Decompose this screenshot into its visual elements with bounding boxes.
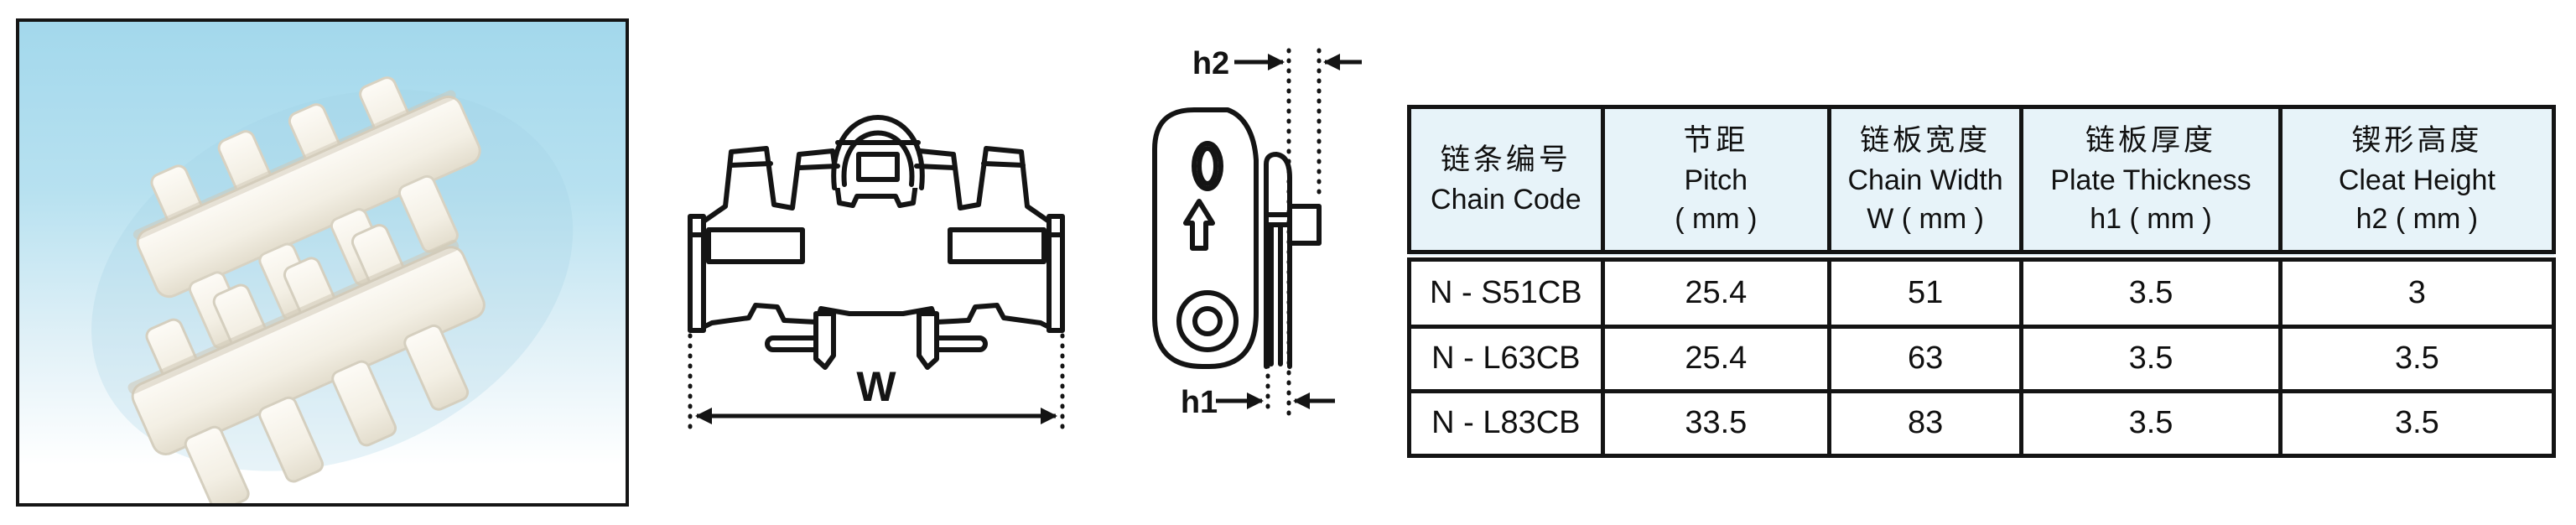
cell-cleat-height: 3.5 (2277, 388, 2557, 459)
col-header-chain-width: 链板宽度 Chain Width W ( mm ) (1826, 105, 2024, 262)
left-window (706, 227, 805, 264)
left-cleat (813, 311, 836, 370)
col-header-line: ( mm ) (1675, 202, 1758, 235)
col-header-line: 锲形高度 (2351, 123, 2483, 157)
spec-table-wrap: 链条编号 Chain Code 节距 Pitch ( mm ) 链板宽度 Chain Wid… (1407, 105, 2557, 459)
col-header-line: Cleat Height (2338, 164, 2496, 196)
dimension-w-label: W (856, 363, 896, 410)
cell-chain-width: 51 (1826, 253, 2024, 329)
dimension-h2-label: h2 (1192, 46, 1229, 81)
left-end-plate (688, 214, 706, 333)
col-header-cleat-height: 锲形高度 Cleat Height h2 ( mm ) (2277, 105, 2557, 262)
col-header-line: 节距 (1683, 123, 1749, 157)
table-header-row: 链条编号 Chain Code 节距 Pitch ( mm ) 链板宽度 Chain Wid… (1407, 105, 2557, 262)
spec-table: 链条编号 Chain Code 节距 Pitch ( mm ) 链板宽度 Chain Wid… (1407, 105, 2557, 459)
dimension-h1-label: h1 (1181, 385, 1218, 418)
pin-hole (1176, 290, 1239, 352)
cell-cleat-height: 3 (2277, 253, 2557, 329)
col-header-line: 链板宽度 (1860, 123, 1992, 157)
right-cleat (917, 311, 939, 370)
product-photo-frame (16, 18, 629, 507)
side-view-drawing: h2 h1 (1152, 46, 1362, 418)
right-end-plate (1046, 214, 1065, 333)
col-header-line: Chain Width (1847, 164, 2003, 196)
travel-direction-arrow-icon (1183, 199, 1215, 251)
col-header-chain-code: 链条编号 Chain Code (1407, 105, 1605, 262)
cell-chain-code: N - S51CB (1407, 253, 1605, 329)
cell-plate-thickness: 3.5 (2019, 388, 2283, 459)
cell-cleat-height: 3.5 (2277, 324, 2557, 393)
col-header-pitch: 节距 Pitch ( mm ) (1600, 105, 1831, 262)
col-header-line: h2 ( mm ) (2355, 202, 2479, 235)
cell-pitch: 25.4 (1600, 253, 1831, 329)
cleat-profile (1287, 204, 1322, 246)
cell-plate-thickness: 3.5 (2019, 324, 2283, 393)
cell-pitch: 33.5 (1600, 388, 1831, 459)
col-header-line: Chain Code (1431, 183, 1581, 216)
cell-chain-code: N - L83CB (1407, 388, 1605, 459)
col-header-line: W ( mm ) (1867, 202, 1984, 235)
col-header-line: Pitch (1684, 164, 1748, 196)
cell-plate-thickness: 3.5 (2019, 253, 2283, 329)
cell-pitch: 25.4 (1600, 324, 1831, 393)
cell-chain-width: 63 (1826, 324, 2024, 393)
col-header-plate-thickness: 链板厚度 Plate Thickness h1 ( mm ) (2019, 105, 2283, 262)
right-window (948, 227, 1046, 264)
col-header-line: h1 ( mm ) (2090, 202, 2212, 235)
chain-photo-illustration (91, 76, 574, 503)
col-header-line: 链板厚度 (2085, 123, 2216, 157)
col-header-line: 链条编号 (1440, 143, 1571, 177)
col-header-line: Plate Thickness (2050, 164, 2251, 196)
front-view-drawing: W (688, 115, 1065, 434)
cell-chain-width: 83 (1826, 388, 2024, 459)
cell-chain-code: N - L63CB (1407, 324, 1605, 393)
